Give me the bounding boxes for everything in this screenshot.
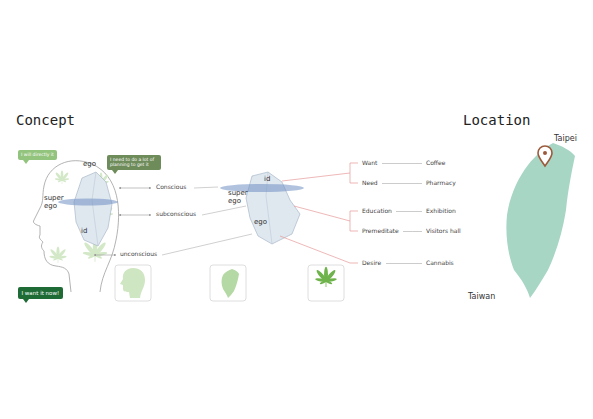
node-text: Exhibition [426,208,456,215]
ego-label: ego [254,219,267,227]
icon-boxes [115,265,344,301]
place-node: Exhibition [424,207,458,216]
node-text: Premeditate [362,228,399,235]
level-label: subconscious [156,211,196,218]
term-node: Need [360,179,380,188]
node-text: Desire [362,260,382,267]
node-text: Pharmacy [426,180,456,187]
ego-label: ego [83,161,96,169]
head-figure [33,161,118,292]
term-node: Education [360,207,394,216]
speech-bubble: I want it now! [18,287,63,299]
place-node: Cannabis [424,259,456,268]
level-arrows [94,188,151,255]
node-text: Visitors hall [426,228,461,235]
node-text: I will directly it [21,152,54,157]
iceberg-figure [220,172,304,244]
node-text: Education [362,208,392,215]
node-text: Need [362,180,378,187]
place-node: Coffee [424,159,448,168]
connector-line [403,231,422,232]
speech-bubble: I need to do a lot of planning to get it [107,155,161,170]
node-text: Coffee [426,160,446,167]
superego-label: super ego [44,195,70,210]
place-node: Pharmacy [424,179,458,188]
place-node: Visitors hall [424,227,463,236]
connector-line [382,163,422,164]
id-label: id [264,176,270,184]
taiwan-map [506,143,575,298]
connector-line [396,211,422,212]
branch-lines [280,163,358,263]
connector-line [382,183,422,184]
country-label: Taiwan [468,293,495,302]
city-label: Taipei [554,135,577,144]
node-text: I need to do a lot of planning to get it [110,157,158,167]
level-label: Conscious [156,184,186,191]
node-text: Cannabis [426,260,454,267]
superego-label: super ego [228,190,254,205]
speech-bubble: I will directly it [18,150,57,160]
term-node: Premeditate [360,227,401,236]
level-label: unconscious [120,251,157,258]
node-text: Want [362,160,378,167]
section-title: Location [463,113,530,128]
node-text: I want it now! [22,290,60,296]
section-title: Concept [16,113,75,128]
term-node: Want [360,159,380,168]
connector-line [386,263,422,264]
id-label: id [81,228,87,236]
term-node: Desire [360,259,384,268]
